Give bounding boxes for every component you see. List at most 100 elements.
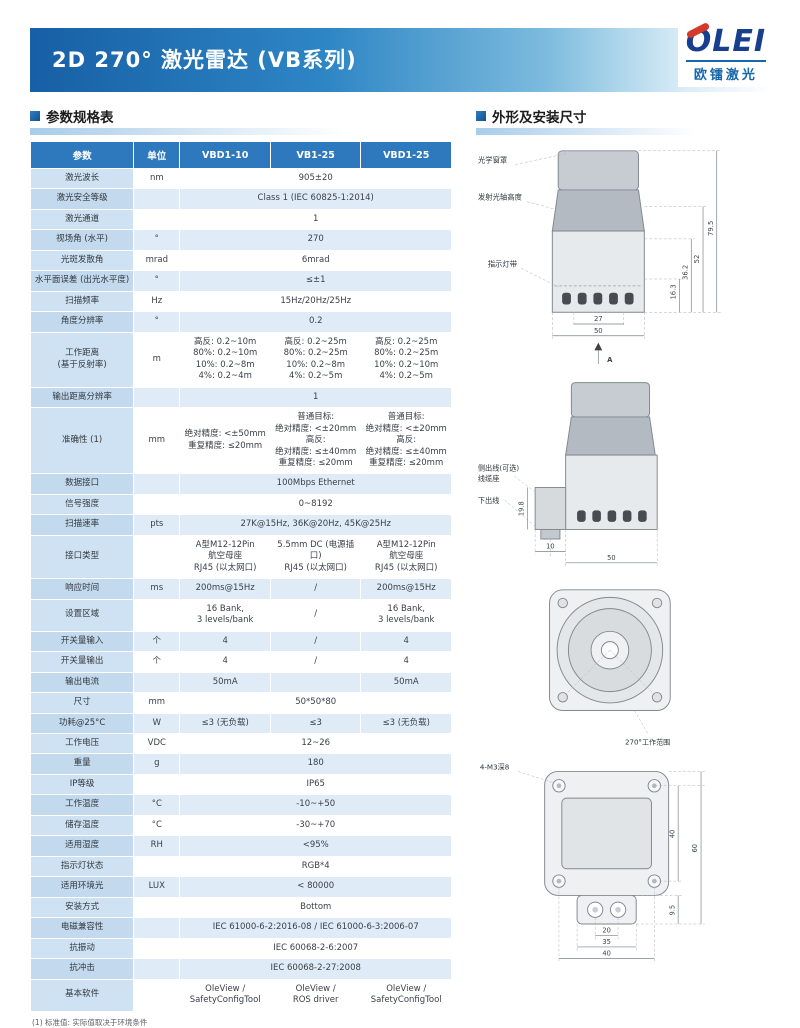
logo-subtitle: 欧镭激光 bbox=[685, 60, 766, 83]
right-section-underline bbox=[476, 128, 770, 135]
param-label: 安装方式 bbox=[29, 896, 135, 919]
param-label: 输出电流 bbox=[29, 671, 135, 694]
param-value: A型M12-12Pin 航空母座 RJ45 (以太网口) bbox=[179, 534, 271, 580]
param-value: 绝对精度: <±50mm 重复精度: ≤20mm bbox=[179, 407, 271, 475]
col-header-vbd1-25: VBD1-25 bbox=[360, 141, 452, 169]
param-label: 接口类型 bbox=[29, 534, 135, 580]
param-value: 200ms@15Hz bbox=[179, 578, 271, 600]
section-bullet-icon bbox=[30, 111, 40, 121]
front-dim-36-2: 36.2 bbox=[681, 265, 689, 280]
param-unit: 个 bbox=[133, 630, 181, 653]
param-value: 普通目标: 绝对精度: <±20mm 高反: 绝对精度: ≤±40mm 重复精度… bbox=[360, 407, 452, 475]
param-value: OleView / SafetyConfigTool bbox=[179, 978, 271, 1012]
right-section-title: 外形及安装尺寸 bbox=[492, 110, 587, 126]
param-value: 普通目标: 绝对精度: <±20mm 高反: 绝对精度: ≤±40mm 重复精度… bbox=[269, 407, 362, 475]
param-unit: 个 bbox=[133, 651, 181, 673]
param-value: Class 1 (IEC 60825-1:2014) bbox=[179, 188, 452, 210]
col-header-vb1-25: VB1-25 bbox=[269, 141, 362, 169]
param-unit bbox=[133, 534, 181, 580]
param-value: 180 bbox=[179, 753, 452, 775]
param-unit bbox=[133, 208, 181, 231]
param-label: 重量 bbox=[29, 753, 135, 775]
bottom-dim-9-5: 9.5 bbox=[668, 905, 676, 916]
top-label-working-range: 270°工作范围 bbox=[625, 737, 670, 746]
param-unit: mrad bbox=[133, 249, 181, 272]
drawing-top-view: 270°工作范围 bbox=[549, 589, 671, 746]
param-unit bbox=[133, 917, 181, 939]
header-banner: 2D 270° 激光雷达 (VB系列) bbox=[30, 28, 772, 92]
param-label: 激光通道 bbox=[29, 208, 135, 231]
table-row: 水平面误差 (出光水平度)°≤±1 bbox=[29, 270, 452, 292]
param-unit: pts bbox=[133, 514, 181, 536]
param-label: 视场角 (水平) bbox=[29, 229, 135, 251]
param-unit bbox=[133, 978, 181, 1012]
param-unit bbox=[133, 937, 181, 960]
param-value: 27K@15Hz, 36K@20Hz, 45K@25Hz bbox=[179, 514, 452, 536]
param-value: OleView / SafetyConfigTool bbox=[360, 978, 452, 1012]
param-label: 激光安全等级 bbox=[29, 188, 135, 210]
drawings-column: 外形及安装尺寸 光学窗罩 发射光轴高度 指示灯带 bbox=[476, 106, 770, 1028]
param-unit bbox=[133, 958, 181, 980]
param-value: -10~+50 bbox=[179, 794, 452, 816]
param-value: 100Mbps Ethernet bbox=[179, 473, 452, 495]
param-label: 开关量输出 bbox=[29, 651, 135, 673]
device-bottom-outline bbox=[544, 770, 670, 925]
param-unit: ° bbox=[133, 270, 181, 292]
front-dim-27: 27 bbox=[594, 315, 603, 323]
side-dim-19-8: 19.8 bbox=[518, 501, 526, 516]
param-unit: °C bbox=[133, 814, 181, 837]
param-value: 6mrad bbox=[179, 249, 452, 272]
bottom-dim-60: 60 bbox=[691, 844, 699, 852]
param-unit: Hz bbox=[133, 290, 181, 313]
param-value: / bbox=[269, 598, 362, 632]
param-value: 905±20 bbox=[179, 167, 452, 190]
param-label: 储存温度 bbox=[29, 814, 135, 837]
param-value: 16 Bank, 3 levels/bank bbox=[360, 598, 452, 632]
param-value: / bbox=[269, 578, 362, 600]
param-value: Bottom bbox=[179, 896, 452, 919]
section-bullet-icon bbox=[476, 111, 486, 121]
param-value: / bbox=[269, 630, 362, 653]
param-label: 准确性 (1) bbox=[29, 407, 135, 475]
param-label: 工作电压 bbox=[29, 732, 135, 755]
param-value: 高反: 0.2~25m 80%: 0.2~25m 10%: 0.2~10m 4%… bbox=[360, 331, 452, 388]
front-label-axis-height: 发射光轴高度 bbox=[478, 193, 523, 202]
param-label: 数据接口 bbox=[29, 473, 135, 495]
front-dim-52: 52 bbox=[693, 255, 701, 264]
col-header-vbd1-10: VBD1-10 bbox=[179, 141, 271, 169]
logo-text: OLEI bbox=[685, 21, 766, 58]
drawing-side-view: 侧出线(可选) 线缆座 下出线 19.8 10 50 bbox=[478, 382, 658, 566]
connector-tab bbox=[576, 894, 637, 925]
param-value: 0.2 bbox=[179, 311, 452, 333]
param-unit bbox=[133, 773, 181, 796]
table-header-row: 参数 单位 VBD1-10 VB1-25 VBD1-25 bbox=[29, 141, 452, 169]
param-value: / bbox=[269, 651, 362, 673]
param-unit bbox=[133, 896, 181, 919]
param-value: 16 Bank, 3 levels/bank bbox=[179, 598, 271, 632]
side-label-gland: 线缆座 bbox=[478, 474, 499, 483]
olei-logo: OLEI 欧镭激光 bbox=[677, 21, 774, 87]
param-value: ≤±1 bbox=[179, 270, 452, 292]
param-unit bbox=[133, 855, 181, 878]
param-label: 尺寸 bbox=[29, 692, 135, 714]
vent-slots bbox=[577, 510, 647, 522]
side-dim-10: 10 bbox=[546, 543, 554, 551]
left-section-header: 参数规格表 bbox=[30, 106, 452, 126]
col-header-unit: 单位 bbox=[133, 141, 181, 169]
param-label: 工作温度 bbox=[29, 794, 135, 816]
param-value: 50mA bbox=[360, 671, 452, 694]
front-section-marker: A bbox=[607, 356, 613, 364]
